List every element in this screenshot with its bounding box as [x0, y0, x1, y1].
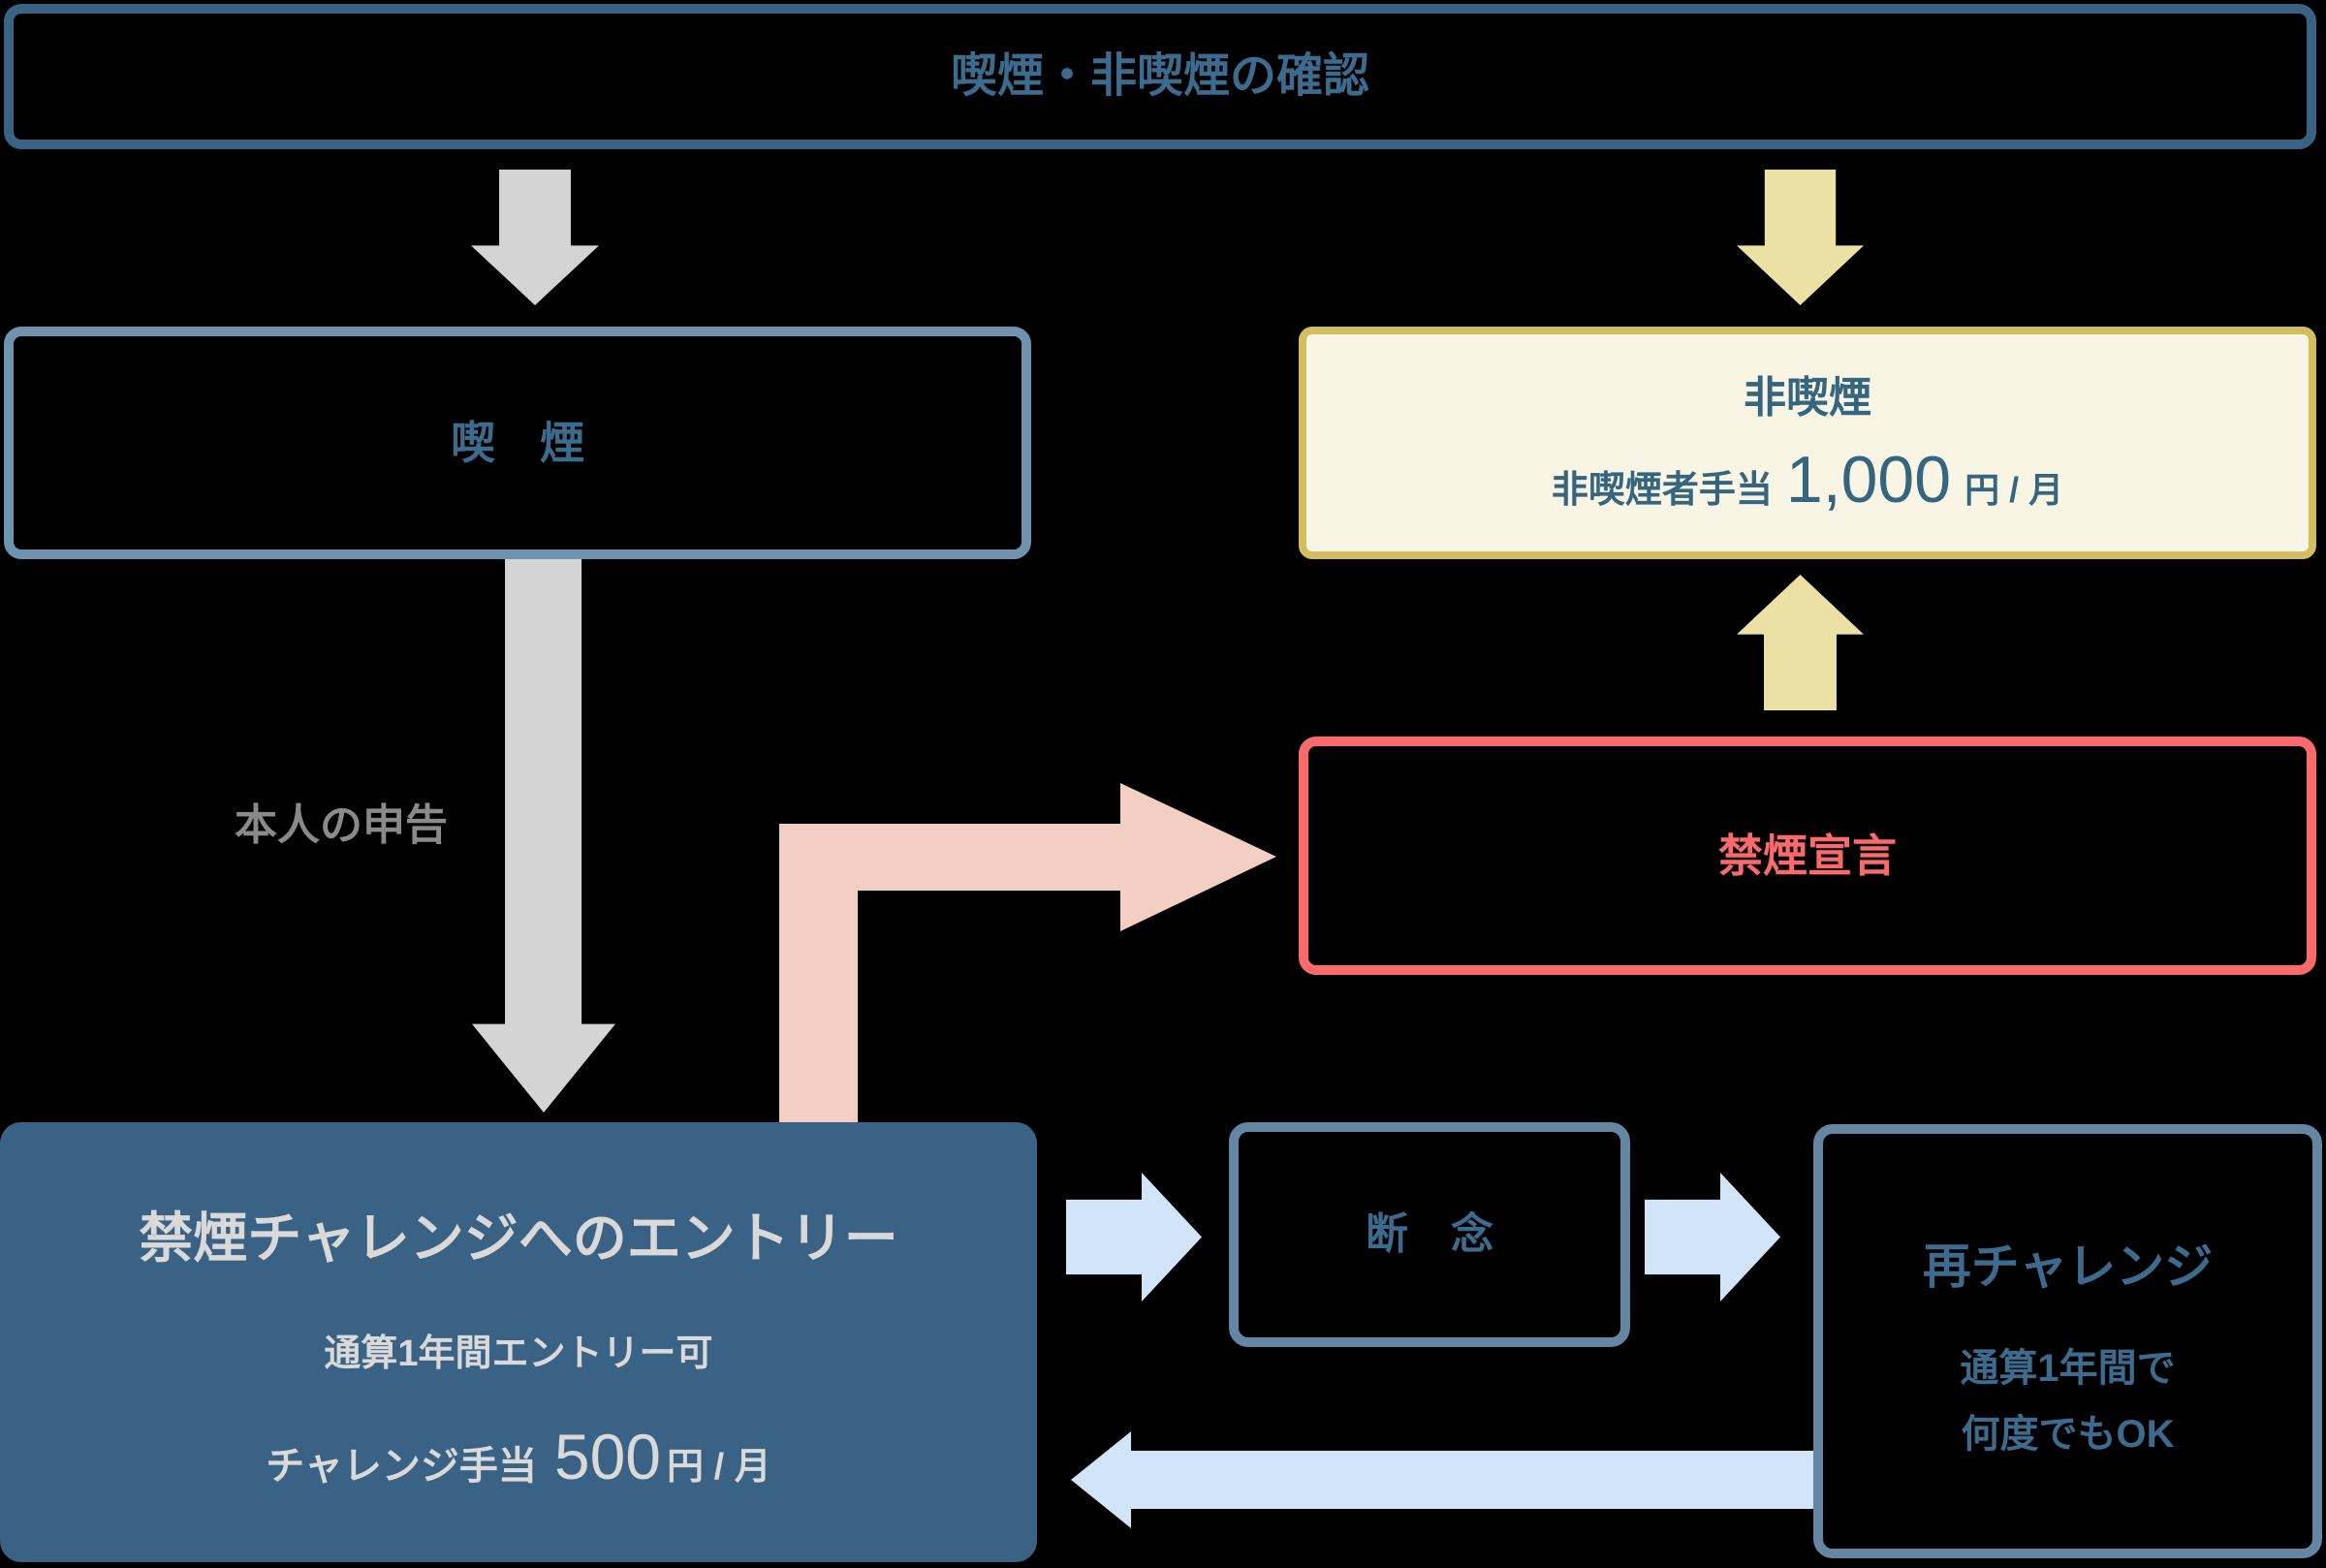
retry-box: 再チャレンジ 通算1年間で 何度でもOK	[1813, 1124, 2322, 1558]
declaration-box: 禁煙宣言	[1299, 737, 2316, 975]
nonsmoking-allowance-line: 非喫煙者手当 1,000 円 / 月	[1552, 447, 2063, 513]
self-report-label: 本人の申告	[235, 801, 448, 849]
declaration-label: 禁煙宣言	[1718, 831, 1897, 881]
confirm-label: 喫煙・非喫煙の確認	[950, 50, 1369, 102]
entry-allowance-line: チャレンジ手当 500 円 / 月	[266, 1425, 770, 1489]
arrow-retry-to-entry	[1071, 1431, 1813, 1528]
smoking-label: 喫 煙	[451, 418, 584, 468]
nonsmoking-allowance-unit: 円 / 月	[1965, 470, 2064, 510]
nonsmoking-allowance-amount: 1,000	[1785, 443, 1952, 517]
entry-title: 禁煙チャレンジへのエントリー	[139, 1207, 898, 1269]
arrow-giveup-to-retry	[1645, 1173, 1780, 1301]
arrow-entry-to-declaration	[779, 783, 1276, 1122]
giveup-box: 断 念	[1229, 1122, 1630, 1347]
arrow-confirm-to-nonsmoking	[1737, 170, 1864, 305]
entry-box: 禁煙チャレンジへのエントリー 通算1年間エントリー可 チャレンジ手当 500 円…	[0, 1122, 1037, 1562]
arrow-declaration-to-nonsmoking	[1737, 575, 1864, 710]
nonsmoking-box: 非喫煙 非喫煙者手当 1,000 円 / 月	[1299, 327, 2316, 559]
arrow-confirm-to-smoking	[471, 170, 599, 305]
entry-allowance-unit: 円 / 月	[667, 1447, 771, 1488]
entry-allowance-label: チャレンジ手当	[266, 1445, 537, 1488]
entry-allowance-amount: 500	[553, 1421, 662, 1492]
retry-note-line2: 何度でもOK	[1961, 1413, 2175, 1456]
giveup-label: 断 念	[1366, 1210, 1493, 1258]
retry-title: 再チャレンジ	[1922, 1239, 2214, 1294]
retry-note-line1: 通算1年間で	[1960, 1347, 2176, 1390]
arrow-smoking-to-entry	[472, 559, 615, 1113]
nonsmoking-allowance-label: 非喫煙者手当	[1551, 470, 1773, 511]
entry-note: 通算1年間エントリー可	[324, 1333, 713, 1374]
nonsmoking-title: 非喫煙	[1744, 374, 1871, 422]
smoking-box: 喫 煙	[4, 327, 1031, 559]
confirm-box: 喫煙・非喫煙の確認	[4, 4, 2316, 149]
arrow-entry-to-giveup	[1066, 1173, 1202, 1301]
